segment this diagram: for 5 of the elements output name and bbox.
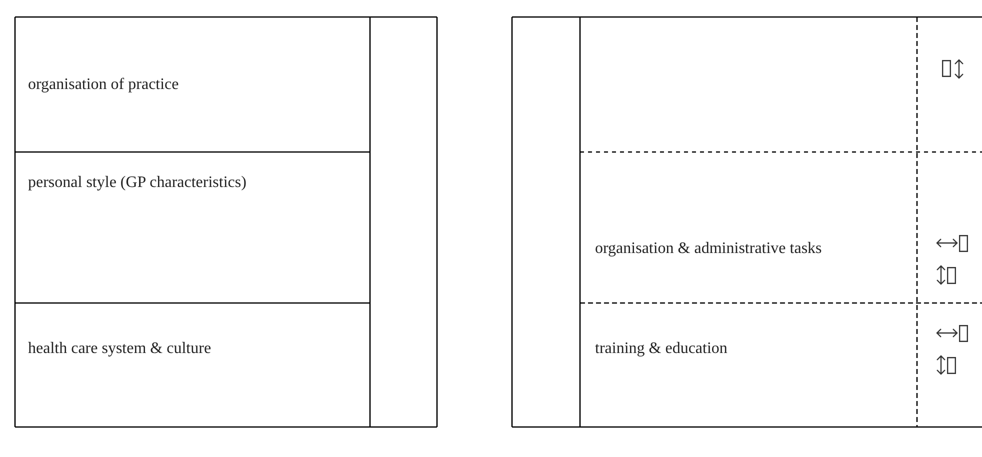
row-label: personal style (GP characteristics) — [28, 173, 248, 193]
row-label: training & education — [595, 339, 728, 359]
row-label: organisation & administrative tasks — [595, 239, 823, 259]
row-label: organisation of practice — [28, 75, 180, 95]
row-label: health care system & culture — [28, 339, 212, 359]
